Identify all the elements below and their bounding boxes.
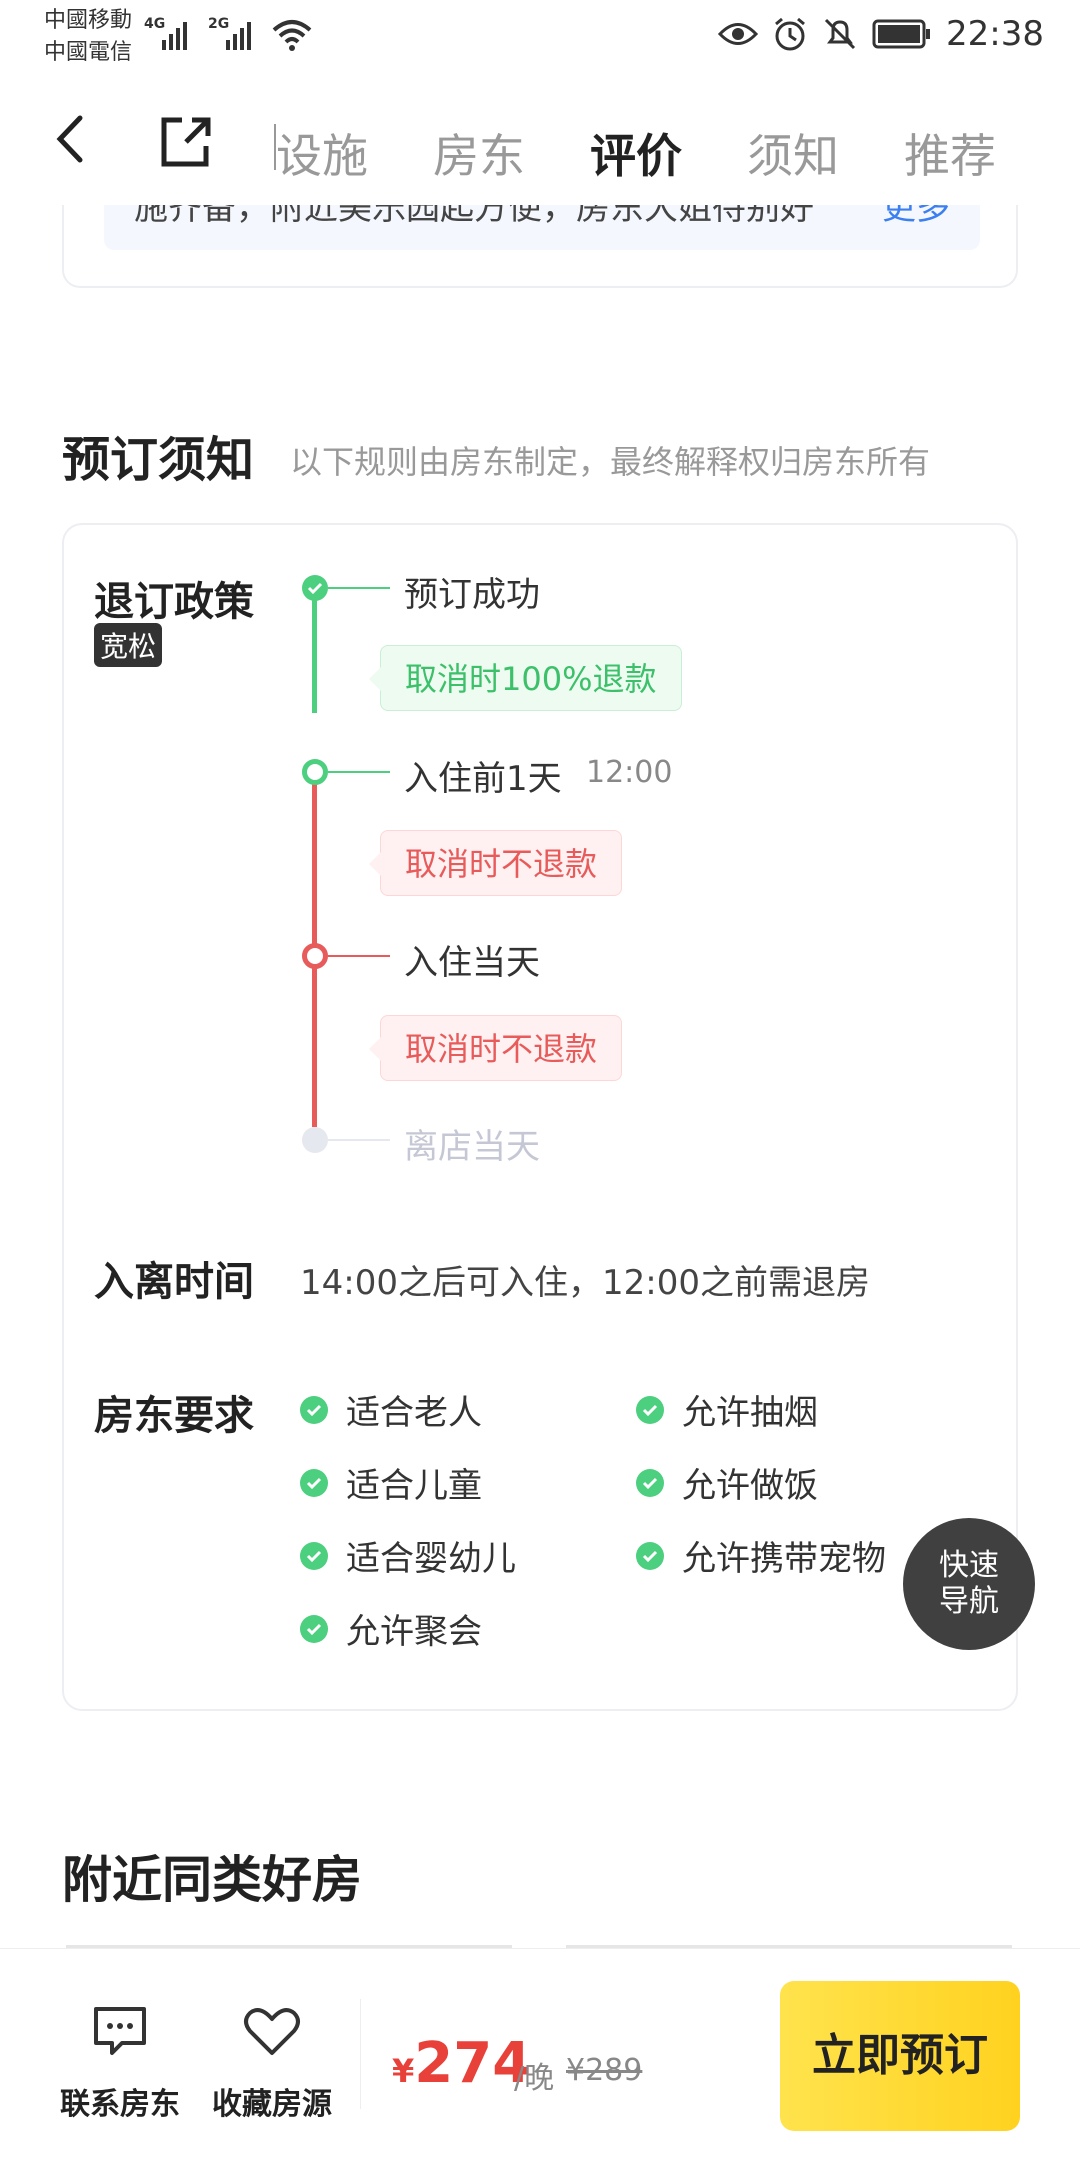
booking-notice-subtitle: 以下规则由房东制定，最终解释权归房东所有: [290, 443, 931, 481]
section-tabs: 设施 房东 评价 须知 推荐: [276, 120, 1061, 186]
wifi-icon: [272, 20, 312, 51]
quick-nav-line2: 导航: [939, 1584, 999, 1619]
check-icon: [300, 1395, 328, 1424]
requirement-item: 允许携带宠物: [636, 1531, 886, 1580]
timeline-step-time: 12:00: [586, 755, 673, 790]
timeline-connector: [328, 587, 390, 589]
clock: 22:38: [946, 14, 1044, 54]
check-icon: [300, 1614, 328, 1643]
requirement-text: 允许做饭: [682, 1466, 818, 1506]
eye-icon: [718, 23, 759, 45]
checkin-text: 14:00之后可入住，12:00之前需退房: [300, 1263, 870, 1303]
check-icon: [636, 1468, 664, 1497]
check-icon: [636, 1395, 664, 1424]
quick-nav-line1: 快速: [939, 1548, 999, 1583]
policy-badge: 宽松: [94, 623, 163, 667]
requirement-text: 允许聚会: [346, 1612, 482, 1652]
status-bar: 中國移動 中國電信 4G 2G 22:38: [0, 0, 1080, 70]
timeline-segment-green: [312, 590, 317, 713]
tab-recommend[interactable]: 推荐: [904, 129, 996, 183]
tab-scroll-indicator: [274, 124, 276, 170]
heart-icon: [244, 2008, 300, 2055]
favorite-button[interactable]: 收藏房源: [210, 2003, 334, 2123]
mute-bell-icon: [824, 18, 856, 50]
top-nav: 设施 房东 评价 须知 推荐: [0, 70, 1080, 205]
requirement-item: 允许抽烟: [636, 1385, 818, 1434]
requirement-item: 允许聚会: [300, 1604, 482, 1653]
booking-notice-title: 预订须知: [62, 432, 255, 488]
price: ¥274: [392, 2031, 531, 2096]
booking-notice-card: 退订政策 宽松 预订成功 取消时100%退款 入住前1天 12:00 取消时不退…: [62, 523, 1018, 1711]
timeline-step-checkin-day: 入住当天: [404, 943, 540, 983]
timeline-dot-day-before: [302, 759, 328, 785]
requirement-item: 允许做饭: [636, 1458, 818, 1507]
carrier-2: 中國電信: [44, 40, 133, 65]
signal-icon-2: [226, 18, 251, 50]
battery-icon: [872, 19, 931, 49]
refund-pill-full: 取消时100%退款: [369, 645, 682, 711]
tab-facilities[interactable]: 设施: [276, 129, 368, 183]
currency-symbol: ¥: [392, 2052, 415, 2090]
check-icon: [636, 1541, 664, 1570]
share-icon[interactable]: [156, 114, 214, 172]
carrier-1: 中國移動: [44, 8, 133, 33]
check-icon: [300, 1541, 328, 1570]
divider: [360, 1999, 361, 2109]
requirement-item: 适合婴幼儿: [300, 1531, 516, 1580]
favorite-label: 收藏房源: [212, 2087, 332, 2122]
requirement-text: 允许抽烟: [682, 1393, 818, 1433]
requirement-text: 适合婴幼儿: [346, 1539, 516, 1579]
refund-pill-none-1: 取消时不退款: [368, 830, 623, 896]
tab-reviews[interactable]: 评价: [590, 129, 682, 183]
timeline-connector: [328, 1139, 390, 1141]
requirement-item: 适合儿童: [300, 1458, 482, 1507]
back-arrow-icon[interactable]: [48, 114, 98, 164]
quick-nav-button[interactable]: 快速 导航: [903, 1518, 1035, 1650]
original-price: ¥289: [566, 2053, 643, 2088]
host-requirements-label: 房东要求: [94, 1393, 254, 1439]
requirement-text: 适合儿童: [346, 1466, 482, 1506]
timeline-step-day-before: 入住前1天: [404, 759, 562, 799]
signal-icon-1: [162, 18, 187, 50]
timeline-step-booked: 预订成功: [404, 575, 540, 615]
alarm-icon: [775, 17, 805, 51]
check-icon: [300, 1468, 328, 1497]
network-type-2: 2G: [208, 16, 230, 32]
nearby-title: 附近同类好房: [62, 1851, 362, 1909]
timeline-dot-booked: [302, 575, 328, 601]
contact-host-label: 联系房东: [60, 2087, 180, 2122]
tab-notice[interactable]: 须知: [747, 129, 839, 183]
check-icon: [307, 582, 323, 595]
timeline-segment-red-2: [312, 957, 317, 1127]
tab-host[interactable]: 房东: [433, 129, 525, 183]
timeline-connector: [328, 955, 390, 957]
timeline-dot-checkout-day: [302, 1127, 328, 1153]
refund-policy-label: 退订政策: [94, 579, 254, 625]
per-night: /晚: [514, 2061, 555, 2096]
timeline-step-checkout-day: 离店当天: [404, 1127, 540, 1167]
requirement-text: 允许携带宠物: [682, 1539, 886, 1579]
network-type-1: 4G: [144, 16, 166, 32]
contact-host-button[interactable]: 联系房东: [58, 2003, 182, 2123]
timeline-segment-red-1: [312, 773, 317, 948]
message-icon: [94, 2007, 146, 2055]
requirement-item: 适合老人: [300, 1385, 482, 1434]
refund-pill-none-2: 取消时不退款: [368, 1015, 623, 1081]
timeline-dot-checkin-day: [302, 943, 328, 969]
book-now-button[interactable]: 立即预订: [780, 1981, 1020, 2131]
checkin-label: 入离时间: [94, 1259, 254, 1305]
bottom-bar: 联系房东 收藏房源 ¥274 /晚 ¥289 立即预订: [0, 1948, 1080, 2160]
requirement-text: 适合老人: [346, 1393, 482, 1433]
price-value: 274: [414, 2031, 532, 2096]
timeline-connector: [328, 771, 390, 773]
